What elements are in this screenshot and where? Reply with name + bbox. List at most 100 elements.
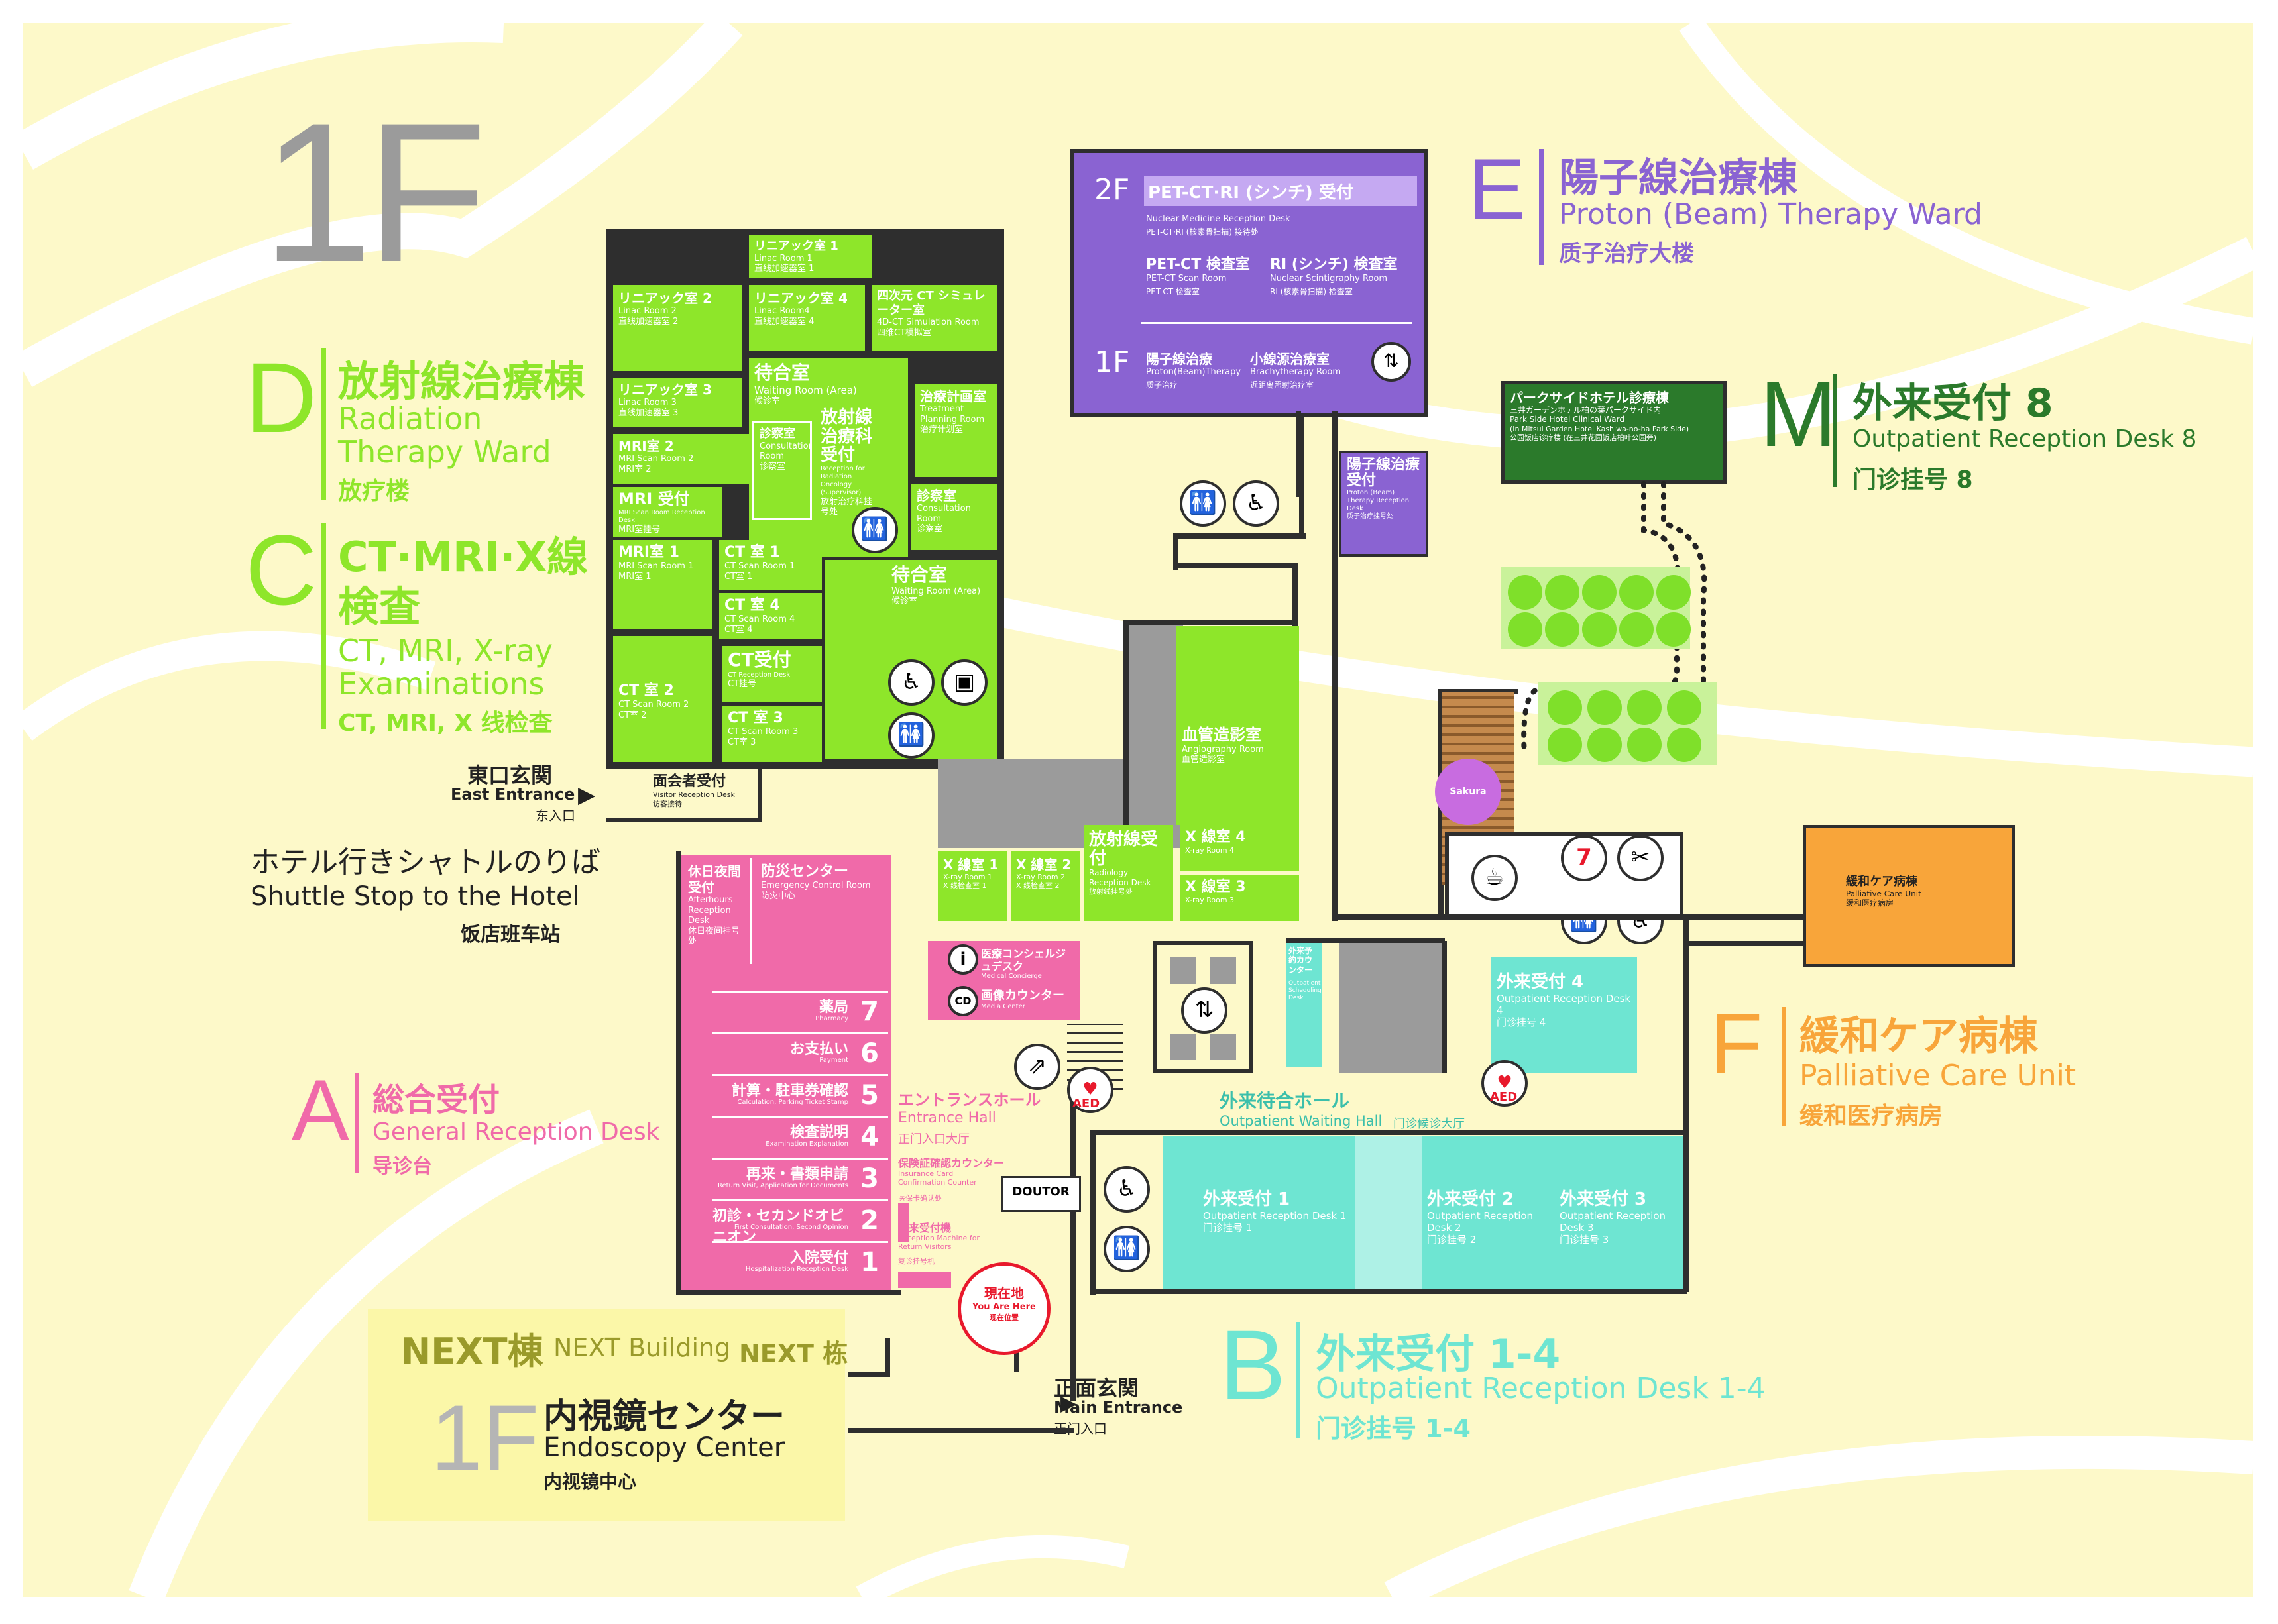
pet-desk-en: Nuclear Medicine Reception Desk: [1146, 214, 1290, 224]
wing-f-zh: 缓和医疗病房: [1799, 1103, 1943, 1130]
wall: [1173, 563, 1296, 568]
room-mri-2[interactable]: MRI室 2 MRI Scan Room 2 MRI室 2: [613, 434, 749, 484]
entrance-hall-zh: 正门入口大厅: [898, 1132, 970, 1146]
desk-label: 計算・駐車券確認: [731, 1083, 848, 1099]
wing-c-letter: C: [245, 514, 317, 625]
room-xray-2[interactable]: X 線室 2 X-ray Room 2 X 线检查室 2: [1011, 851, 1080, 921]
room-angiography[interactable]: 血管造影室 Angiography Room 血管造影室: [1176, 626, 1299, 825]
wall: [1438, 689, 1518, 694]
wheelchair-icon: ♿: [1233, 480, 1279, 527]
desk-label-en: Payment: [819, 1057, 848, 1064]
next-title-ja: NEXT棟: [401, 1330, 543, 1372]
east-entrance-ja: 東口玄関: [467, 763, 553, 788]
cafe-icon: ☕: [1471, 855, 1518, 901]
desk-label-en: Pharmacy: [815, 1015, 848, 1022]
wing-m-letter: M: [1760, 362, 1837, 466]
elevator-car: [1210, 1034, 1236, 1060]
room-outpatient-desk-1[interactable]: 外来受付 1 Outpatient Reception Desk 1 门诊挂号 …: [1163, 1136, 1355, 1289]
escalator-icon: ⇗: [1014, 1044, 1060, 1090]
room-xray-4[interactable]: X 線室 4 X-ray Room 4: [1180, 825, 1299, 871]
room-proton-reception[interactable]: 陽子線治療受付 Proton (Beam) Therapy Reception …: [1339, 451, 1428, 557]
next-center-zh: 内视镜中心: [543, 1471, 637, 1493]
wing-d-bar: [321, 348, 326, 500]
room-consultation-2[interactable]: 診察室 Consultation Room 诊察室: [911, 484, 997, 550]
room-parkside-clinic[interactable]: パークサイドホテル診療棟 三井ガーデンホテル柏の葉パークサイド内 Park Si…: [1501, 381, 1727, 484]
floor-label: 1F: [262, 81, 487, 303]
cd-icon: CD: [948, 986, 978, 1016]
tree-icon: [1582, 575, 1617, 610]
room-emergency-control[interactable]: 防災センター Emergency Control Room 防灾中心: [756, 858, 888, 964]
doutor-cafe[interactable]: DOUTOR: [1001, 1176, 1081, 1212]
next-floor: 1F: [431, 1385, 540, 1489]
wall: [1123, 620, 1129, 848]
room-xray-1[interactable]: X 線室 1 X-ray Room 1 X 线检查室 1: [938, 851, 1007, 921]
wing-a-letter: A: [292, 1061, 349, 1158]
wing-a-en: General Reception Desk: [372, 1118, 660, 1146]
room-linac-1[interactable]: リニアック室 1 Linac Room 1 直线加速器室 1: [749, 235, 872, 278]
room-visitor-desk[interactable]: 面会者受付 Visitor Reception Desk 访客接待: [606, 765, 762, 822]
wall: [1173, 533, 1178, 570]
room-xray-3[interactable]: X 線室 3 X-ray Room 3: [1180, 875, 1299, 921]
room-outpatient-desk-4[interactable]: 外来受付 4 Outpatient Reception Desk 4 门诊挂号 …: [1491, 957, 1637, 1073]
wing-d-en-2: Therapy Ward: [338, 434, 551, 470]
room-scheduling-desk[interactable]: 外来予約カウンター Outpatient Scheduling Desk: [1286, 941, 1322, 1067]
tree-icon: [1619, 612, 1654, 647]
ri-ja: RI (シンチ) 検査室: [1270, 256, 1398, 273]
room-ct-3[interactable]: CT 室 3 CT Scan Room 3 CT室 3: [722, 706, 822, 762]
wing-a-ja: 総合受付: [372, 1081, 500, 1118]
room-linac-4[interactable]: リニアック室 4 Linac Room4 直线加速器室 4: [749, 285, 865, 351]
room-mri-1[interactable]: MRI室 1 MRI Scan Room 1 MRI室 1: [613, 540, 712, 629]
wing-e-en: Proton (Beam) Therapy Ward: [1559, 197, 1982, 231]
room-radiation-oncology-desk[interactable]: 放射線治療科受付 Reception for Radiation Oncolog…: [815, 404, 882, 517]
room-radiology-reception[interactable]: 放射線受付 Radiology Reception Desk 放射线挂号处: [1084, 825, 1173, 921]
room-palliative-care[interactable]: 緩和ケア病棟 Palliative Care Unit 缓和医疗病房: [1803, 825, 2015, 967]
petct-ja: PET-CT 検査室: [1146, 256, 1250, 273]
room-consultation-1[interactable]: 診察室 Consultation Room 诊察室: [752, 421, 812, 520]
brachy-en: Brachytherapy Room: [1250, 367, 1341, 377]
room-linac-2[interactable]: リニアック室 2 Linac Room 2 直线加速器室 2: [613, 285, 742, 371]
wing-a-bar: [355, 1073, 359, 1173]
wing-c-ja-2: 検査: [338, 582, 421, 631]
wall: [848, 1428, 1074, 1433]
room-ct-1[interactable]: CT 室 1 CT Scan Room 1 CT室 1: [719, 540, 822, 590]
room-ct-desk[interactable]: CT受付 CT Reception Desk CT挂号: [722, 646, 822, 702]
room-4d-ct-simulator[interactable]: 四次元 CT シミュレーター室 4D-CT Simulation Room 四维…: [872, 285, 997, 351]
room-mri-desk[interactable]: MRI 受付 MRI Scan Room Reception Desk MRI室…: [613, 487, 722, 537]
next-building: [368, 1309, 845, 1521]
room-ct-2[interactable]: CT 室 2 CT Scan Room 2 CT室 2: [613, 636, 712, 762]
tree-icon: [1619, 575, 1654, 610]
you-are-here-en: You Are Here: [972, 1302, 1036, 1312]
room-treatment-planning[interactable]: 治療計画室 Treatment Planning Room 治疗计划室: [915, 384, 997, 477]
wall: [676, 1290, 901, 1295]
room-ct-4[interactable]: CT 室 4 CT Scan Room 4 CT室 4: [719, 593, 822, 639]
wing-d-ja: 放射線治療棟: [338, 357, 585, 406]
tree-icon: [1545, 575, 1579, 610]
room-afterhours-desk[interactable]: 休日夜間受付 Afterhours Reception Desk 休日夜间挂号处: [683, 858, 752, 964]
wing-m-zh: 门诊挂号 8: [1852, 466, 1973, 494]
wing-f-bar: [1782, 1007, 1786, 1126]
wall: [1442, 941, 1447, 1073]
desk-corridor: [1355, 1136, 1422, 1289]
wall: [1090, 1130, 1687, 1135]
wing-m-ja: 外来受付 8: [1852, 380, 2053, 427]
wing-a-zh: 导诊台: [372, 1155, 432, 1178]
main-entrance-ja: 正面玄関: [1054, 1376, 1139, 1401]
proton-therapy-ja: 陽子線治療: [1146, 351, 1212, 367]
room-outpatient-desk-2[interactable]: 外来受付 2 Outpatient Reception Desk 2 门诊挂号 …: [1422, 1136, 1554, 1289]
desk-label: 入院受付: [789, 1250, 848, 1266]
east-entrance-zh: 东入口: [536, 808, 575, 824]
room-outpatient-desk-3[interactable]: 外来受付 3 Outpatient Reception Desk 3 门诊挂号 …: [1554, 1136, 1683, 1289]
insurance-desk-block: [898, 1203, 909, 1242]
desk-label: 初診・セカンドオピニオン: [712, 1208, 844, 1246]
desk-number: 6: [860, 1038, 879, 1069]
wing-f-en: Palliative Care Unit: [1799, 1059, 2077, 1093]
room-linac-3[interactable]: リニアック室 3 Linac Room 3 直线加速器室 3: [613, 378, 742, 427]
insurance-counter-en: Insurance Card Confirmation Counter: [898, 1169, 977, 1187]
